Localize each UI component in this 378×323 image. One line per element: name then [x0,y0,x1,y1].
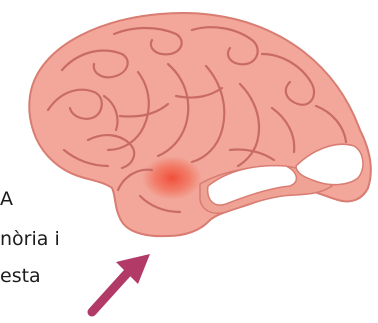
caption-line-3: esta [0,267,80,286]
arrow-up-right-icon [92,254,150,312]
caption-line-2: nòria i [0,230,82,249]
caption-line-1: A [0,190,16,209]
